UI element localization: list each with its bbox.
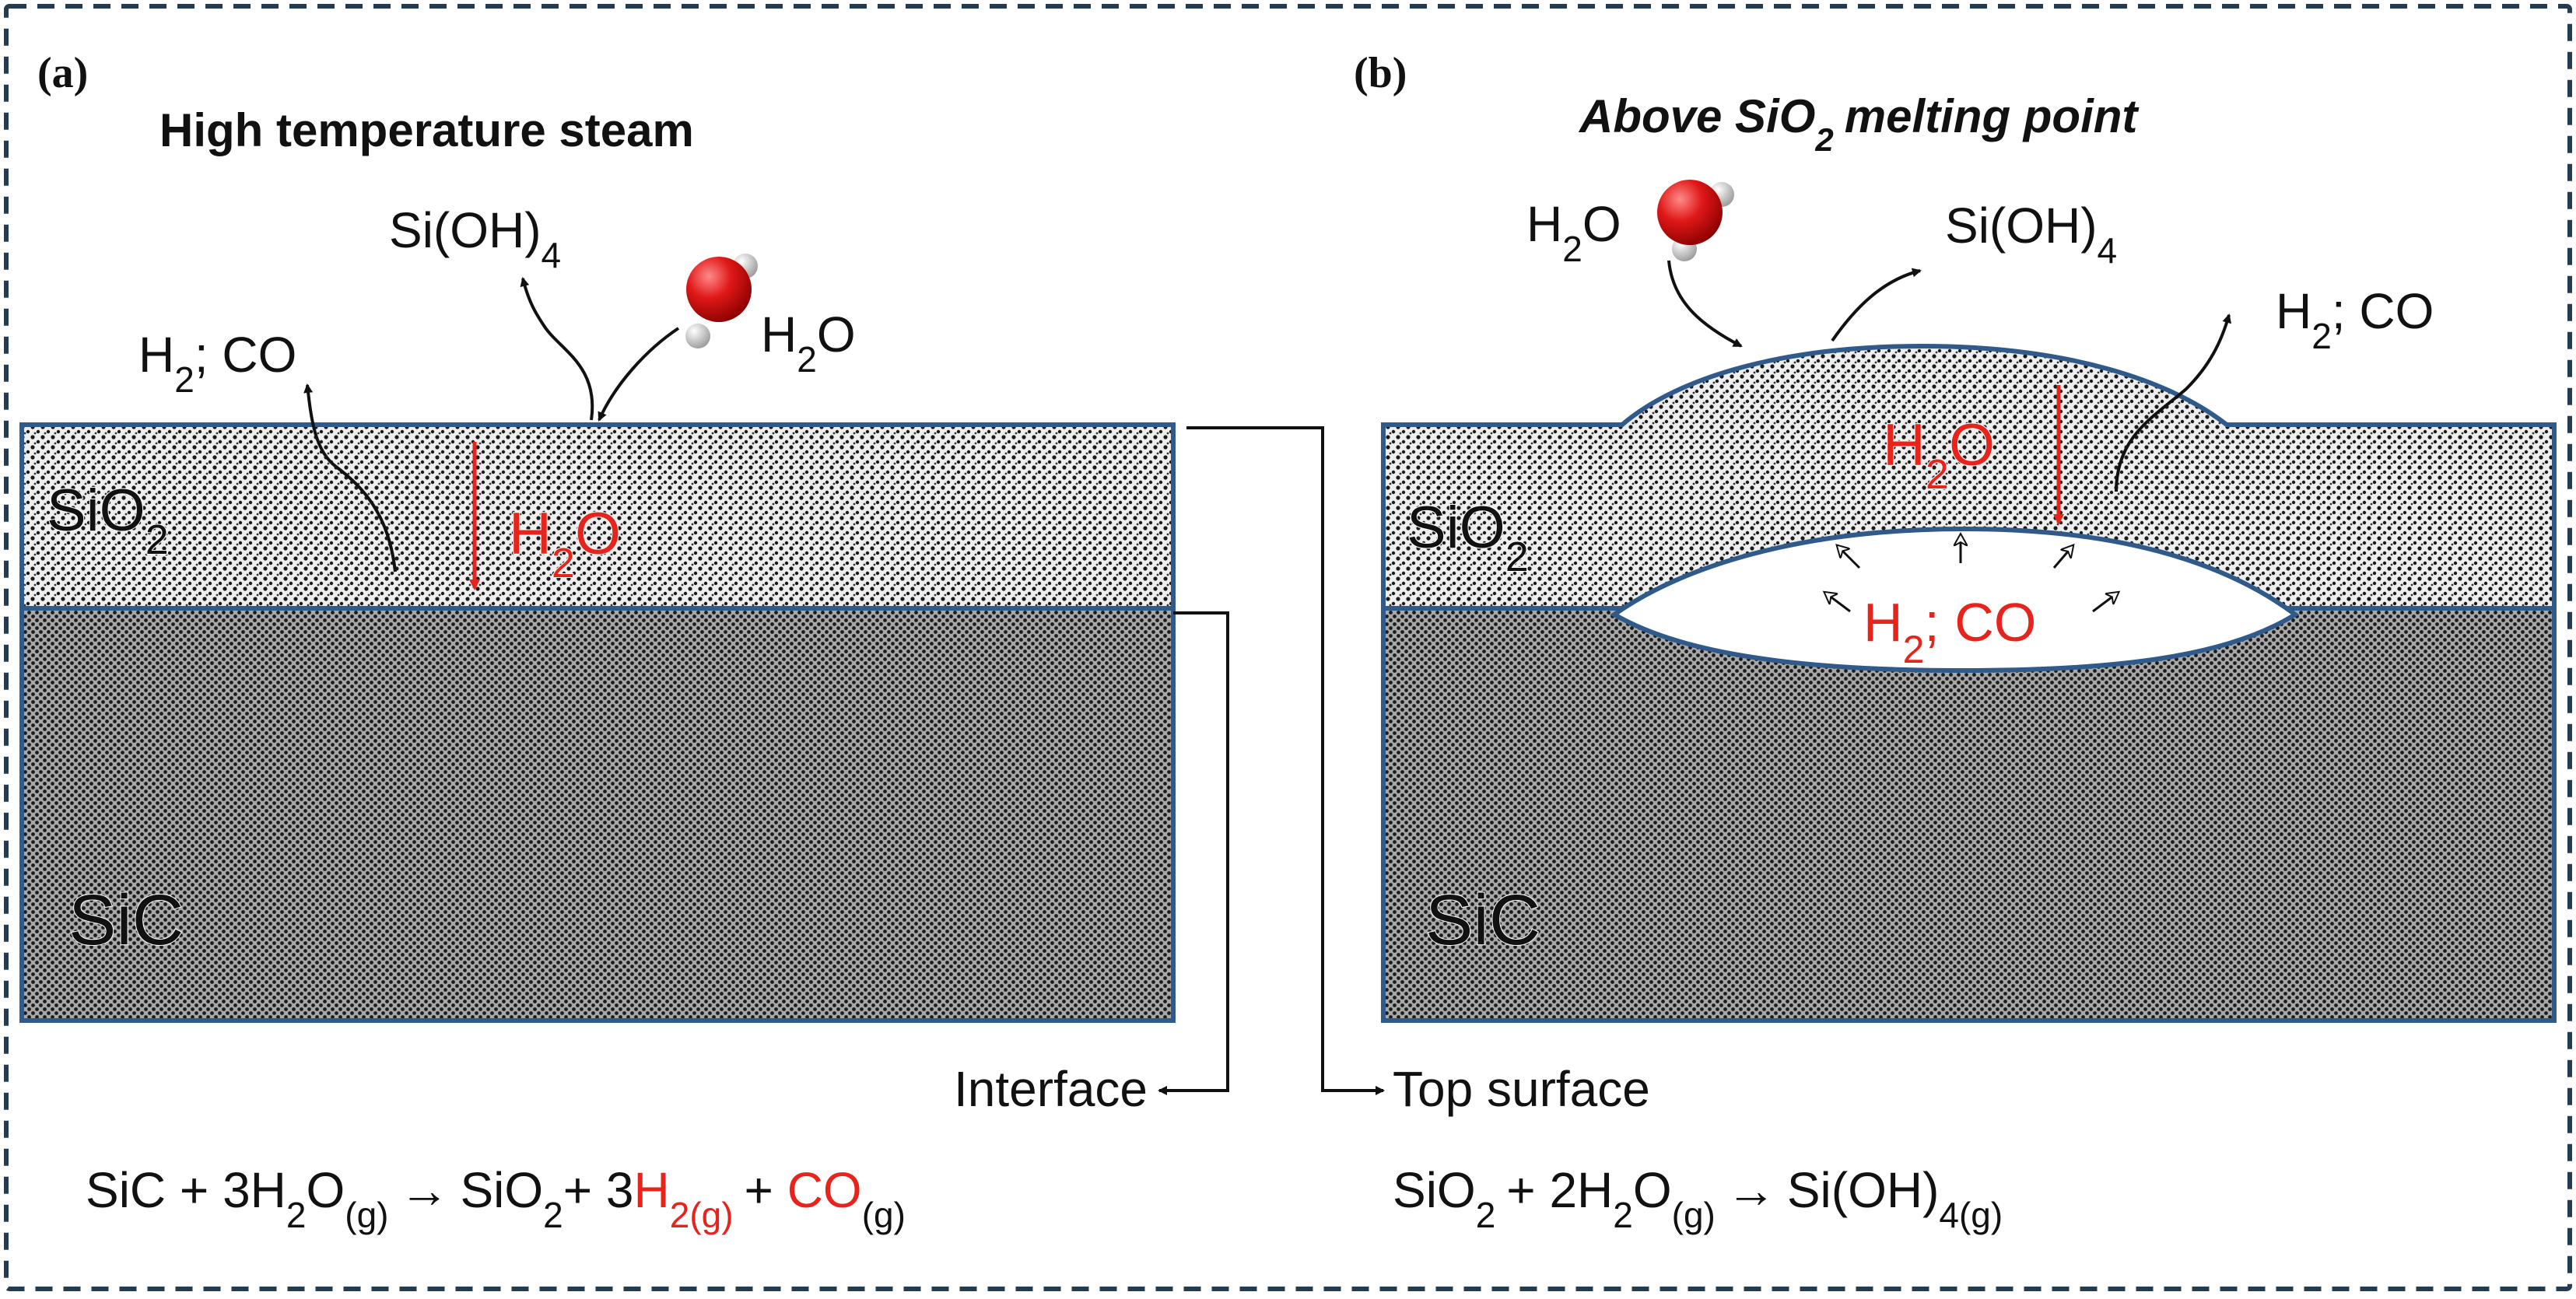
panel-a-title: High temperature steam <box>159 104 694 156</box>
top-surface-callout-line <box>1186 426 1385 1095</box>
h2-co-label-b: H2; CO <box>2276 283 2434 356</box>
panel-a-label: (a) <box>37 49 88 97</box>
carbide-label-b: SiC <box>1425 881 1540 960</box>
h2-co-outflow-arrow-b <box>2115 313 2232 492</box>
equation-a: SiC + 3H2O(g)→SiO2+ 3H2(g)+ CO(g) <box>86 1162 906 1235</box>
carbide-label-a: SiC <box>68 881 184 960</box>
water-molecule-icon-a <box>685 254 758 348</box>
equation-b: SiO2+ 2H2O(g)→Si(OH)4(g) <box>1393 1162 2003 1235</box>
si-oh4-label-b: Si(OH)4 <box>1945 198 2117 271</box>
carbide-layer-b <box>1381 606 2557 1023</box>
top-surface-label: Top surface <box>1393 1061 1650 1117</box>
h2o-inflow-arrow-b <box>1667 260 1743 348</box>
carbide-layer-a <box>19 606 1176 1023</box>
si-oh4-label-a: Si(OH)4 <box>389 202 561 275</box>
water-molecule-icon-b <box>1657 180 1734 261</box>
h2o-label-b: H2O <box>1526 196 1621 269</box>
oxide-label-b: SiO2 <box>1407 495 1529 580</box>
oxide-layer-a <box>19 422 1176 611</box>
bubble-gas-label-b: H2; CO <box>1863 592 2036 671</box>
h2o-inflow-arrow-a <box>598 327 680 422</box>
interface-label: Interface <box>954 1061 1148 1117</box>
panel-a: (a) High temperature steam SiO2 SiC H2O … <box>19 49 1229 1235</box>
oxide-layer-b <box>1381 343 2557 611</box>
h2-co-outflow-arrow-a <box>303 383 397 572</box>
si-oh4-outflow-arrow-a <box>520 277 594 421</box>
oxide-label-a: SiO2 <box>47 478 169 563</box>
h2-co-label-a: H2; CO <box>138 327 296 400</box>
inner-h2o-label-a: H2O <box>509 501 621 586</box>
dashed-frame <box>4 4 2572 1291</box>
pressure-arrows-icon <box>1825 535 2118 613</box>
gas-bubble-b <box>1610 526 2300 674</box>
si-oh4-outflow-arrow-b <box>1831 268 1922 342</box>
panel-b-label: (b) <box>1354 49 1407 97</box>
interface-callout-line <box>1158 611 1229 1095</box>
inner-h2o-label-b: H2O <box>1883 412 1995 498</box>
h2o-label-a: H2O <box>761 306 856 380</box>
